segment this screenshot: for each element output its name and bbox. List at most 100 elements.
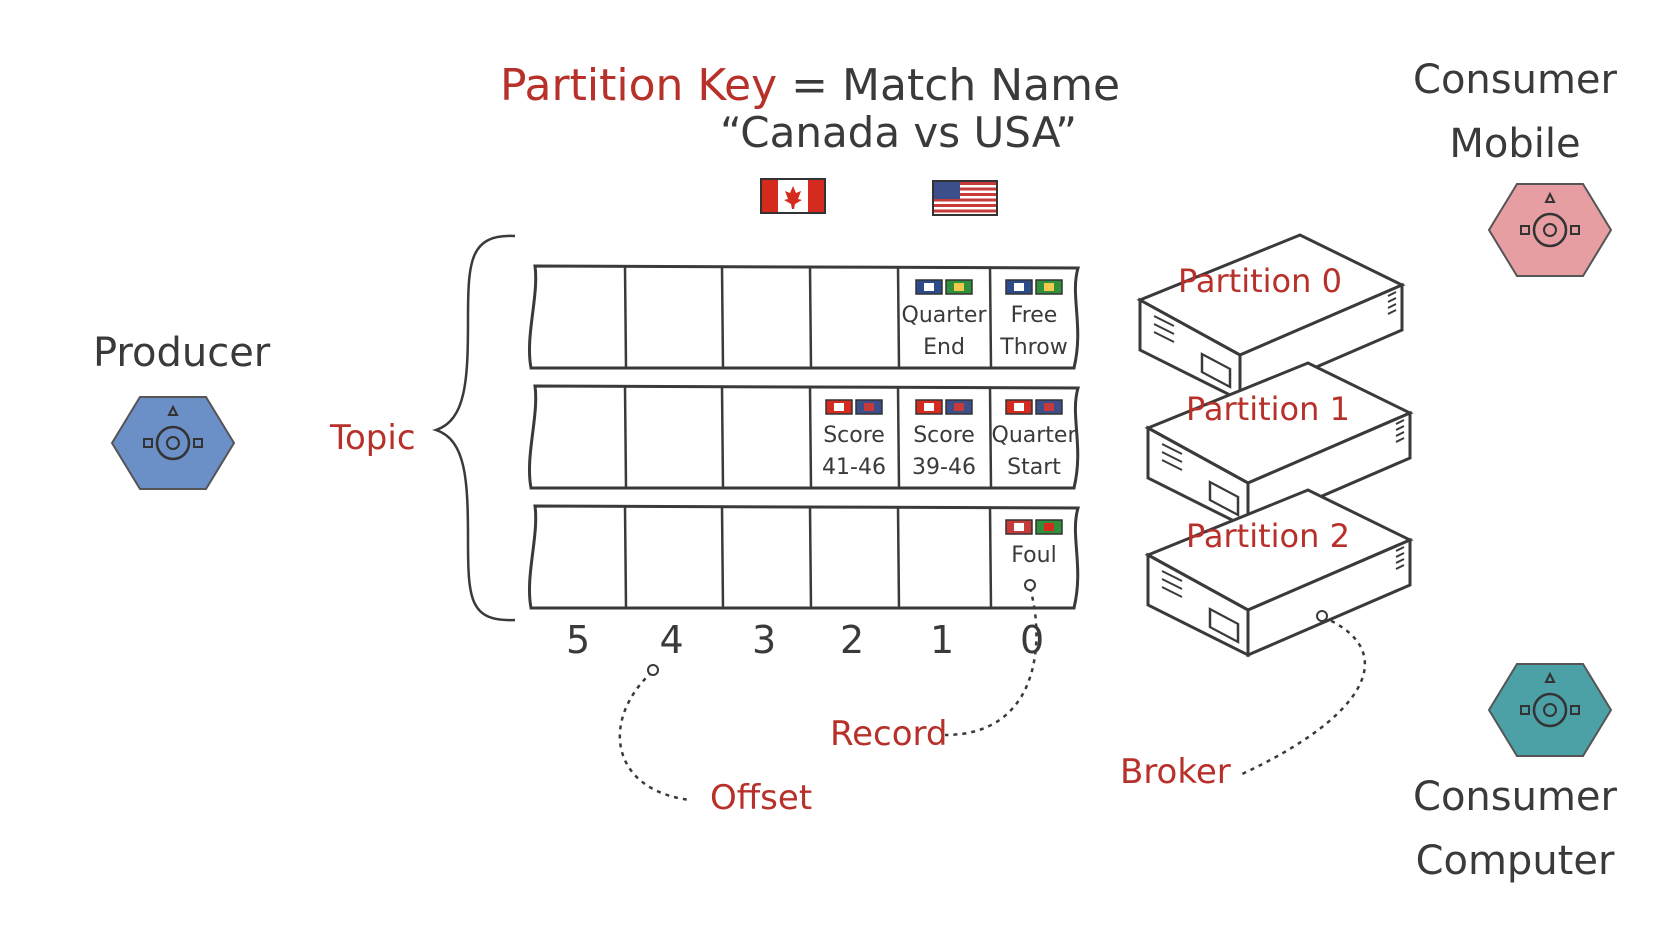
broker-vent — [1153, 323, 1175, 335]
broker-vent — [1395, 419, 1405, 425]
broker-vent — [1161, 451, 1183, 463]
topic-brace — [432, 234, 516, 622]
consumer-mobile-line1: Consumer — [1413, 57, 1617, 103]
offset-number: 5 — [566, 618, 591, 662]
record-text: Quarter — [902, 303, 988, 328]
slot-divider — [720, 506, 725, 609]
broker-server-2: Partition 2 — [1144, 488, 1414, 658]
broker-server-0: Partition 0 — [1136, 233, 1406, 403]
broker-vent — [1161, 578, 1183, 590]
broker-vent — [1153, 331, 1175, 343]
record-text: Score — [823, 423, 885, 448]
partition-label: Partition 2 — [1186, 517, 1350, 555]
record-flag-detail — [924, 403, 934, 411]
offset-number: 0 — [1020, 618, 1045, 662]
slot-divider — [896, 266, 901, 369]
consumer-computer-label: Consumer Computer — [1405, 765, 1625, 893]
usa-flag-icon — [932, 180, 998, 216]
record-flag-detail — [1044, 523, 1054, 531]
record-text: 41-46 — [822, 455, 886, 480]
slot-divider — [896, 386, 901, 489]
consumer-mobile-line2: Mobile — [1449, 121, 1581, 167]
partition-key-heading: Partition Key = Match Name — [500, 60, 1120, 111]
match-name-value: “Canada vs USA” — [720, 108, 1077, 157]
record-flag-detail — [1044, 403, 1054, 411]
slot-divider — [988, 266, 993, 369]
broker-vent — [1161, 586, 1183, 598]
broker-vent — [1161, 443, 1183, 455]
canada-flag-icon — [760, 178, 826, 214]
producer-label: Producer — [93, 330, 271, 376]
record-text: Start — [1007, 455, 1061, 480]
record-flag-detail — [954, 283, 964, 291]
broker-vent — [1387, 309, 1397, 315]
record-text: 39-46 — [912, 455, 976, 480]
record-flag-detail — [924, 283, 934, 291]
broker-drive-slot — [1208, 607, 1240, 644]
broker-vent — [1395, 425, 1405, 431]
consumer-computer-node — [1487, 663, 1613, 757]
broker-vent — [1153, 315, 1175, 327]
slot-divider — [623, 386, 628, 489]
broker-side-face — [1246, 537, 1412, 658]
consumer-computer-line2: Computer — [1415, 838, 1615, 884]
slot-divider — [720, 386, 725, 489]
slot-divider — [988, 506, 993, 609]
producer-node — [110, 396, 236, 490]
partition-label: Partition 0 — [1178, 262, 1342, 300]
broker-label: Broker — [1120, 752, 1231, 792]
consumer-mobile-label: Consumer Mobile — [1405, 48, 1625, 176]
offset-number: 1 — [930, 618, 955, 662]
slot-divider — [623, 506, 628, 609]
broker-vent — [1387, 303, 1397, 309]
offset-number: 4 — [659, 618, 684, 662]
broker-vent — [1395, 437, 1405, 443]
record-text: Score — [913, 423, 975, 448]
record-flag-detail — [1014, 283, 1024, 291]
broker-vent — [1395, 558, 1405, 564]
topic-label: Topic — [330, 418, 416, 458]
broker-drive-slot — [1200, 352, 1232, 389]
record-flag-detail — [834, 403, 844, 411]
slot-divider — [808, 506, 813, 609]
consumer-mobile-node — [1487, 183, 1613, 277]
match-name-label: Match Name — [842, 60, 1121, 111]
partition-row-2: Foul — [527, 504, 1080, 610]
slot-divider — [988, 386, 993, 489]
record-text: Throw — [999, 335, 1067, 360]
equals-sign: = — [791, 60, 829, 111]
record-text: Foul — [1011, 543, 1056, 568]
slot-divider — [808, 386, 813, 489]
broker-vent — [1395, 552, 1405, 558]
record-flag-detail — [1014, 523, 1024, 531]
offset-label: Offset — [710, 778, 813, 818]
broker-side-face — [1238, 282, 1404, 403]
record-text: End — [923, 335, 965, 360]
record-flag-detail — [864, 403, 874, 411]
broker-drive-slot — [1208, 480, 1240, 517]
record-flag-detail — [1014, 403, 1024, 411]
slot-divider — [623, 266, 628, 369]
slot-divider — [720, 266, 725, 369]
record-label: Record — [830, 714, 948, 754]
partition-key-label: Partition Key — [500, 60, 778, 111]
broker-vent — [1387, 297, 1397, 303]
slot-divider — [808, 266, 813, 369]
record-text: Quarter — [992, 423, 1078, 448]
broker-vent — [1161, 459, 1183, 471]
record-text: Free — [1011, 303, 1058, 328]
consumer-computer-line1: Consumer — [1413, 774, 1617, 820]
broker-vent — [1161, 570, 1183, 582]
slot-divider — [896, 506, 901, 609]
broker-vent — [1395, 564, 1405, 570]
record-flag-detail — [1044, 283, 1054, 291]
partition-row-outline — [527, 504, 1080, 610]
offset-number: 3 — [752, 618, 777, 662]
partition-label: Partition 1 — [1186, 390, 1350, 428]
broker-vent — [1395, 431, 1405, 437]
